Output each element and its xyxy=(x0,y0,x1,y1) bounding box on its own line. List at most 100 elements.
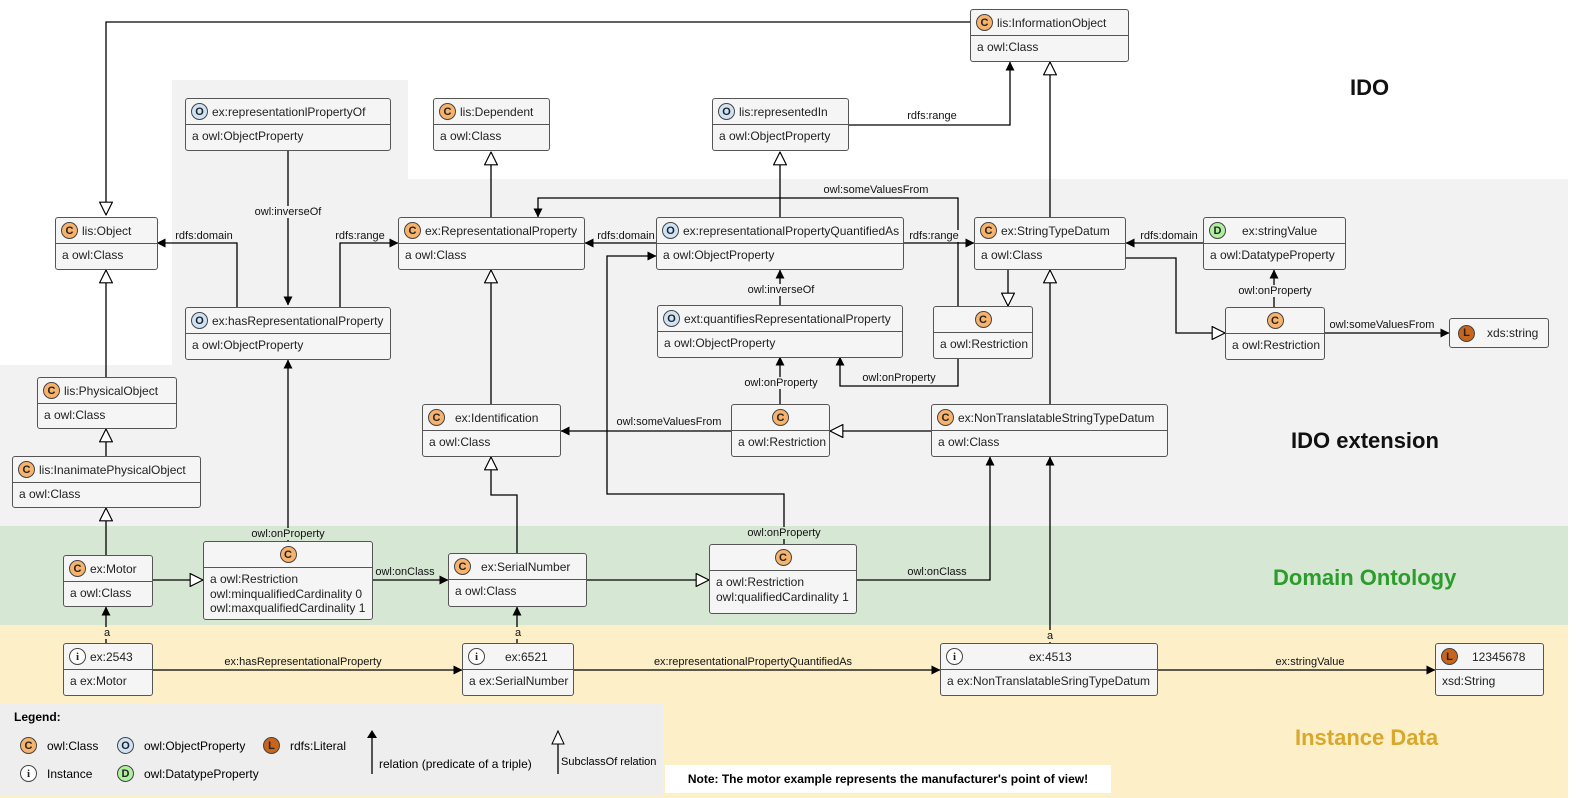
node-title: ex:StringTypeDatum xyxy=(1001,223,1110,238)
region-label-domain-ontology: Domain Ontology xyxy=(1273,565,1457,590)
node-title: ex:hasRepresentationalProperty xyxy=(212,313,384,328)
node-type: a owl:ObjectProperty xyxy=(719,129,831,143)
node-type: a owl:Class xyxy=(455,584,517,598)
edge-label: owl:inverseOf xyxy=(252,206,324,218)
class-icon: C xyxy=(974,311,992,328)
node-type: a owl:Class xyxy=(70,586,132,600)
edge-label: owl:onClass xyxy=(905,566,969,578)
class-icon: C xyxy=(61,222,78,239)
edge-label: owl:onProperty xyxy=(1236,285,1314,297)
edge-label: a xyxy=(512,627,524,639)
edge-label: ex:hasRepresentationalProperty xyxy=(224,656,382,668)
class-icon: C xyxy=(937,409,954,426)
legend-label: owl:ObjectProperty xyxy=(144,738,246,753)
class-icon: C xyxy=(20,737,37,754)
node-type: a owl:Restriction xyxy=(1232,338,1321,352)
legend-relation-arrow-icon xyxy=(367,730,377,774)
node-restriction-motor[interactable]: C a owl:Restriction owl:minqualifiedCard… xyxy=(203,541,373,620)
class-icon: C xyxy=(1266,312,1284,329)
node-type: a owl:Class xyxy=(62,248,124,262)
edge-std-subclassof-restriction-sv xyxy=(1126,257,1225,333)
node-type: a owl:Restriction xyxy=(716,575,805,589)
node-title: ex:6521 xyxy=(505,649,548,664)
node-title: lis:PhysicalObject xyxy=(64,383,159,398)
instance-icon: i xyxy=(20,765,37,782)
node-restriction-id[interactable]: C a owl:Restriction xyxy=(731,404,830,457)
node-title: ex:Identification xyxy=(455,410,539,425)
node-title: lis:InformationObject xyxy=(997,15,1107,30)
node-title: ex:NonTranslatableStringTypeDatum xyxy=(958,410,1155,425)
edge-label: ex:stringValue xyxy=(1275,656,1345,668)
node-restriction-sn[interactable]: C a owl:Restriction owl:qualifiedCardina… xyxy=(709,544,857,614)
edge-label: owl:inverseOf xyxy=(745,284,817,296)
edge-restriction-std-onproperty xyxy=(835,356,959,387)
node-title: lis:InanimatePhysicalObject xyxy=(39,462,186,477)
node-restriction-sv[interactable]: C a owl:Restriction xyxy=(1225,307,1325,360)
literal-icon: L xyxy=(263,737,280,754)
node-title: ex:representationalPropertyQuantifiedAs xyxy=(683,223,900,238)
node-type: a owl:ObjectProperty xyxy=(192,129,304,143)
edge-label: owl:onProperty xyxy=(745,527,823,539)
edge-restriction-sn-onclass xyxy=(857,456,995,581)
class-icon: C xyxy=(976,14,993,31)
edge-label: owl:someValuesFrom xyxy=(614,416,724,428)
edge-representedin-range-infoobject xyxy=(848,61,1015,126)
instance-icon: i xyxy=(468,648,485,665)
edge-label: rdfs:domain xyxy=(173,230,235,242)
edge-restriction-sn-onproperty xyxy=(606,251,785,544)
edge-label: ex:representationalPropertyQuantifiedAs xyxy=(653,656,853,668)
node-cardinality: owl:minqualifiedCardinality 0 xyxy=(210,586,363,601)
edge-label: owl:onProperty xyxy=(742,377,820,389)
node-title: lis:representedIn xyxy=(739,104,828,119)
object-property-icon: O xyxy=(663,310,680,327)
node-title: ex:4513 xyxy=(1029,649,1072,664)
class-icon: C xyxy=(980,222,997,239)
edge-label: a xyxy=(101,627,113,639)
class-icon: C xyxy=(18,461,35,478)
node-restriction-std[interactable]: C a owl:Restriction xyxy=(933,306,1033,359)
region-label-ido: IDO xyxy=(1350,75,1390,100)
edge-label: rdfs:domain xyxy=(595,230,657,242)
legend-subclass-arrow-icon xyxy=(551,729,565,774)
edge-label: owl:onProperty xyxy=(860,372,938,384)
node-type: a owl:Class xyxy=(440,129,502,143)
edge-serialnumber-subclassof-identification xyxy=(491,457,518,553)
node-type: a owl:Restriction xyxy=(738,435,827,449)
edge-label: owl:someValuesFrom xyxy=(1327,319,1437,331)
node-type: a owl:Class xyxy=(429,435,491,449)
datatype-property-icon: D xyxy=(1209,222,1226,239)
node-type: xsd:String xyxy=(1442,674,1496,688)
node-cardinality: owl:qualifiedCardinality 1 xyxy=(716,589,849,604)
legend-label: Instance xyxy=(47,766,93,781)
node-type: a ex:Motor xyxy=(70,674,127,688)
node-type: a owl:Restriction xyxy=(940,337,1029,351)
class-icon: C xyxy=(69,560,86,577)
node-title: ex:Motor xyxy=(90,561,137,576)
node-title: ex:RepresentationalProperty xyxy=(425,223,578,238)
node-type: a owl:Class xyxy=(981,248,1043,262)
